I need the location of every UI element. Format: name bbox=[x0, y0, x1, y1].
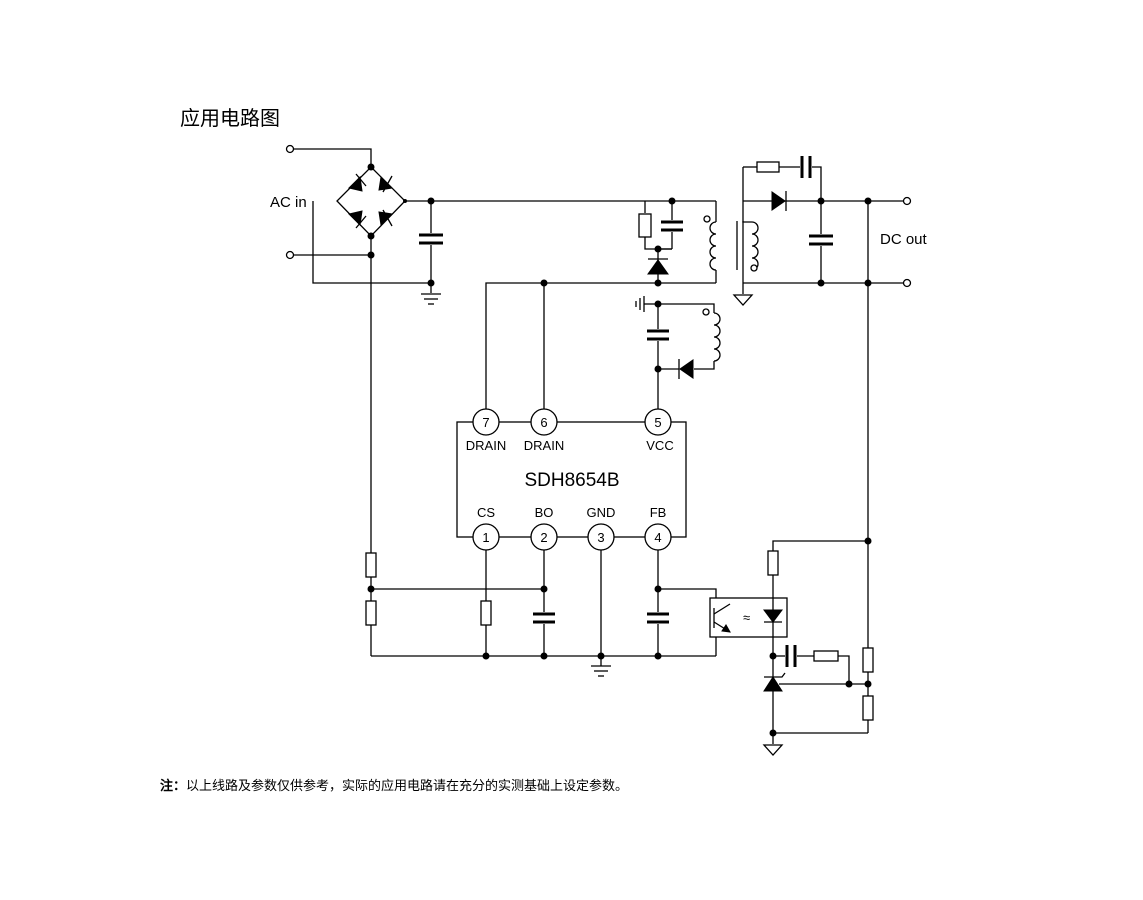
pin-7: 7 DRAIN bbox=[466, 408, 506, 453]
feedback-network bbox=[762, 537, 874, 756]
pin-2-number: 2 bbox=[540, 530, 547, 545]
ac-in-label: AC in bbox=[270, 194, 307, 211]
output-stage bbox=[743, 156, 912, 541]
pin-4-name: FB bbox=[650, 505, 667, 520]
pin-5: 5 VCC bbox=[644, 408, 674, 453]
rcd-snubber bbox=[638, 197, 683, 287]
pin-6: 6 DRAIN bbox=[524, 408, 564, 453]
aux-supply bbox=[635, 296, 721, 410]
optocoupler: ≈ bbox=[709, 574, 788, 656]
pin-6-name: DRAIN bbox=[524, 438, 564, 453]
pin-2: BO 2 bbox=[530, 505, 558, 551]
pin-4-number: 4 bbox=[654, 530, 661, 545]
pin-3-number: 3 bbox=[597, 530, 604, 545]
dc-out-label: DC out bbox=[880, 231, 928, 248]
pin-1-name: CS bbox=[477, 505, 495, 520]
footnote-prefix: 注： bbox=[160, 779, 187, 794]
pin-5-name: VCC bbox=[646, 438, 673, 453]
pin-2-name: BO bbox=[535, 505, 554, 520]
dc-bus bbox=[405, 197, 716, 305]
drain-wire bbox=[485, 282, 716, 410]
pin-3: GND 3 bbox=[587, 505, 616, 551]
ac-input bbox=[285, 144, 431, 284]
page-title: 应用电路图 bbox=[180, 106, 280, 130]
pin-7-name: DRAIN bbox=[466, 438, 506, 453]
chip-body bbox=[456, 421, 687, 538]
chip-name: SDH8654B bbox=[524, 470, 619, 491]
transformer bbox=[703, 167, 759, 306]
svg-text:≈: ≈ bbox=[743, 610, 750, 625]
pin-3-name: GND bbox=[587, 505, 616, 520]
pin-6-number: 6 bbox=[540, 415, 547, 430]
bo-sense-network bbox=[365, 255, 717, 677]
pin-5-number: 5 bbox=[654, 415, 661, 430]
footnote-text: 以上线路及参数仅供参考，实际的应用电路请在充分的实测基础上设定参数。 bbox=[186, 779, 629, 794]
pin-1-number: 1 bbox=[482, 530, 489, 545]
footnote: 注：以上线路及参数仅供参考，实际的应用电路请在充分的实测基础上设定参数。 bbox=[160, 775, 628, 794]
pin-7-number: 7 bbox=[482, 415, 489, 430]
bridge-rectifier bbox=[336, 163, 407, 259]
